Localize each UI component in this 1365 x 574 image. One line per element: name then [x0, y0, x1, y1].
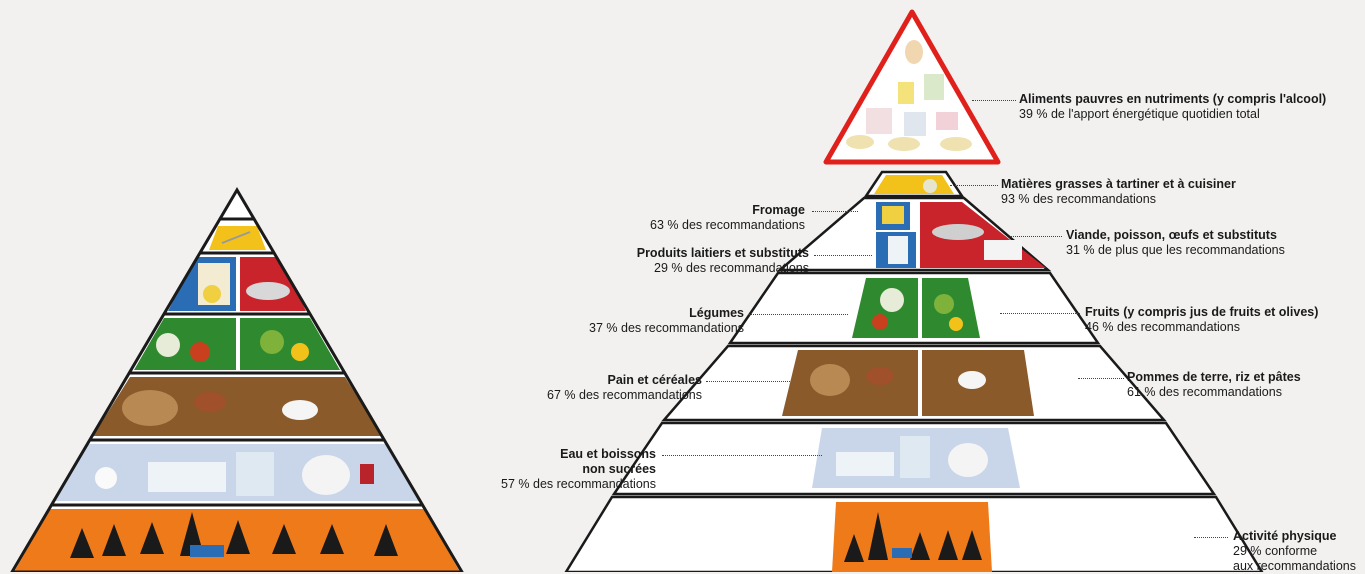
left-pyramid-outline [10, 187, 464, 572]
left-vegetables-band [134, 318, 236, 370]
tofu-icon [984, 240, 1022, 260]
label-treats: Aliments pauvres en nutriments (y compri… [1019, 92, 1326, 122]
label-meat-subtitle: 31 % de plus que les recommandations [1066, 243, 1285, 257]
recommended-pyramid [12, 190, 462, 572]
spread-bottle-icon [923, 179, 937, 193]
leader-line-bread [706, 381, 790, 382]
label-activity: Activité physique 29 % conforme aux reco… [1233, 529, 1356, 574]
fruits-icon [934, 294, 954, 314]
label-dairy-title: Produits laitiers et substituts [636, 246, 809, 260]
label-fats-title: Matières grasses à tartiner et à cuisine… [1001, 177, 1236, 191]
cheese-wheel-icon [203, 285, 221, 303]
juice-jar-icon [360, 464, 374, 484]
leader-line-treats [972, 100, 1016, 101]
actual-pyramid [564, 9, 1264, 572]
leader-line-cheese [812, 211, 858, 212]
label-meat: Viande, poisson, œufs et substituts 31 %… [1066, 228, 1285, 258]
label-water-title-line2: non sucrées [582, 462, 656, 476]
banana-icon [291, 343, 309, 361]
label-dairy-subtitle: 29 % des recommandations [654, 261, 809, 275]
water-glasses-icon [836, 452, 894, 476]
leader-line-potatoes [1078, 378, 1124, 379]
fish-meat-icon [932, 224, 984, 240]
label-cheese: Fromage 63 % des recommandations [650, 203, 805, 233]
milk-icon [888, 236, 908, 264]
label-bread-subtitle: 67 % des recommandations [547, 388, 702, 402]
leader-line-fats [950, 185, 998, 186]
vegetables-icon [880, 288, 904, 312]
label-water: Eau et boissons non sucrées 57 % des rec… [501, 447, 656, 492]
teapot-icon [302, 455, 350, 495]
candy-jars-icon [846, 40, 972, 151]
label-bread-title: Pain et céréales [607, 373, 702, 387]
banana-icon [949, 317, 963, 331]
label-potatoes-subtitle: 61 % des recommandations [1127, 385, 1282, 399]
leader-line-vegetables [748, 314, 848, 315]
cheese-icon [882, 206, 904, 224]
label-potatoes-title: Pommes de terre, riz et pâtes [1127, 370, 1301, 384]
swim-waves-icon [892, 548, 912, 558]
label-fruits: Fruits (y compris jus de fruits et olive… [1085, 305, 1318, 335]
label-fats-subtitle: 93 % des recommandations [1001, 192, 1156, 206]
label-activity-title: Activité physique [1233, 529, 1337, 543]
label-vegetables: Légumes 37 % des recommandations [589, 306, 744, 336]
label-bread: Pain et céréales 67 % des recommandation… [547, 373, 702, 403]
label-cheese-title: Fromage [752, 203, 805, 217]
label-fruits-title: Fruits (y compris jus de fruits et olive… [1085, 305, 1319, 319]
rice-bowl-icon [958, 371, 986, 389]
label-fruits-subtitle: 46 % des recommandations [1085, 320, 1240, 334]
left-fruits-band [240, 318, 340, 370]
right-bread-box [782, 350, 918, 416]
rice-bowl-icon [282, 400, 318, 420]
leader-line-activity [1194, 537, 1228, 538]
label-treats-title: Aliments pauvres en nutriments (y compri… [1019, 92, 1327, 106]
water-glasses-icon [148, 462, 226, 492]
leader-line-water [662, 455, 822, 456]
label-activity-subtitle: 29 % conforme [1233, 544, 1318, 558]
fish-meat-icon [246, 282, 290, 300]
tomato-icon [872, 314, 888, 330]
label-dairy: Produits laitiers et substituts 29 % des… [637, 246, 809, 276]
bread-icon [122, 390, 178, 426]
swim-waves-icon [190, 545, 224, 557]
water-jug-icon [900, 436, 930, 478]
cereal-bowl-icon [866, 367, 894, 385]
water-jug-icon [236, 452, 274, 496]
label-vegetables-title: Légumes [689, 306, 744, 320]
vegetables-icon [156, 333, 180, 357]
label-meat-title: Viande, poisson, œufs et substituts [1066, 228, 1277, 242]
label-water-title: Eau et boissons [560, 447, 656, 461]
label-treats-subtitle: 39 % de l'apport énergétique quotidien t… [1019, 107, 1260, 121]
spread-bottle-icon [221, 231, 251, 244]
coffee-cup-icon [95, 467, 117, 489]
label-potatoes: Pommes de terre, riz et pâtes 61 % des r… [1127, 370, 1301, 400]
label-fats: Matières grasses à tartiner et à cuisine… [1001, 177, 1236, 207]
bread-icon [810, 364, 850, 396]
running-figures-icon [70, 512, 398, 558]
right-fats-band [874, 175, 954, 194]
label-cheese-subtitle: 63 % des recommandations [650, 218, 805, 232]
fruits-icon [260, 330, 284, 354]
label-water-subtitle: 57 % des recommandations [501, 477, 656, 491]
leader-line-dairy [814, 255, 872, 256]
left-fats-band [209, 226, 266, 250]
label-activity-subtitle-line2: aux recommandations [1233, 559, 1356, 573]
leader-line-fruits [1000, 313, 1080, 314]
leader-line-meat [1010, 236, 1062, 237]
tomato-icon [190, 342, 210, 362]
cereal-bowl-icon [194, 392, 226, 412]
teapot-icon [948, 443, 988, 477]
running-figures-icon [844, 512, 982, 562]
label-vegetables-subtitle: 37 % des recommandations [589, 321, 744, 335]
